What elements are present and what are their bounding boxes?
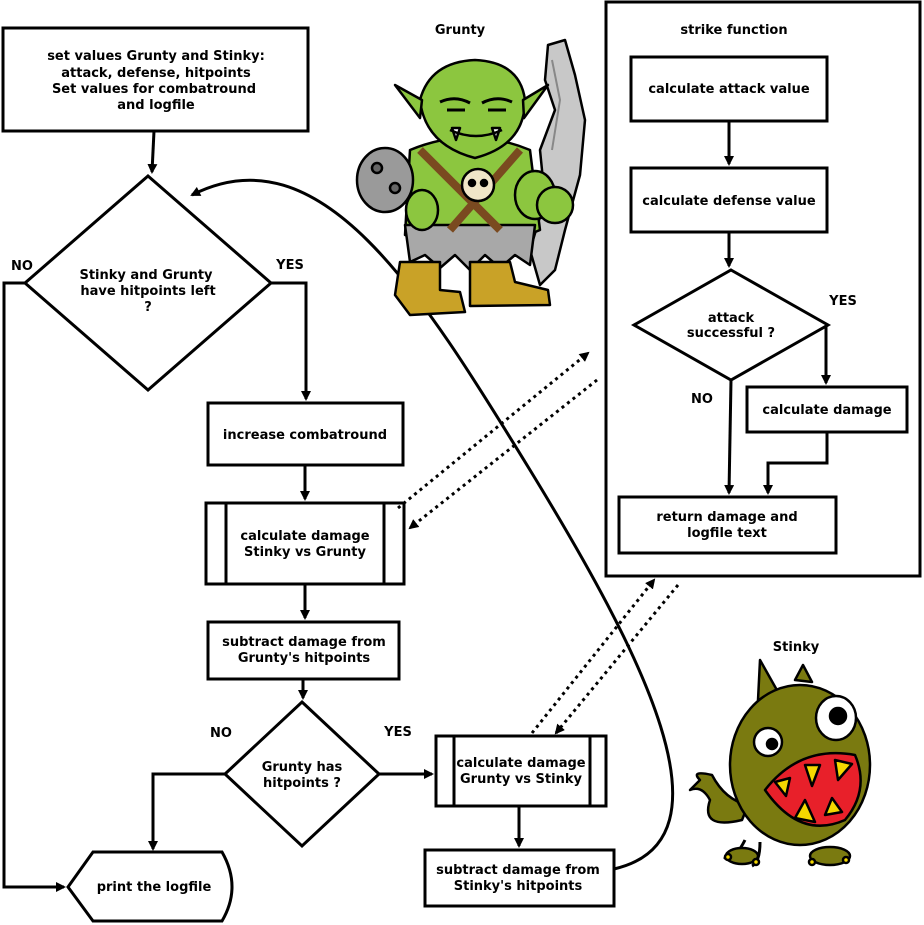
strike-function-panel: strike function calculate attack value c… [604, 0, 922, 578]
calc-grunty-line-2: Grunty vs Stinky [460, 772, 582, 787]
calc-grunty-line-1: calculate damage [456, 756, 585, 771]
loop-check-decision: Stinky and Grunty have hitpoints left ? [22, 174, 274, 392]
calc-defense-node: calculate defense value [629, 166, 829, 234]
increase-round-label: increase combatround [223, 428, 387, 443]
calc-attack-node: calculate attack value [629, 55, 829, 123]
calc-grunty-vs-stinky-node: calculate damage Grunty vs Stinky [434, 734, 608, 808]
strike-no-label: NO [691, 392, 713, 407]
print-logfile-label: print the logfile [97, 880, 212, 895]
subtract-stinky-line-1: subtract damage from [436, 863, 600, 878]
grunty-orc-illustration [355, 38, 587, 317]
init-node: set values Grunty and Stinky: attack, de… [1, 26, 310, 133]
arrow-loop-no [2, 281, 66, 892]
return-damage-line-1: return damage and [656, 510, 797, 525]
calc-stinky-vs-grunty-node: calculate damage Stinky vs Grunty [204, 501, 406, 586]
subtract-stinky-node: subtract damage from Stinky's hitpoints [423, 848, 616, 908]
stinky-monster-illustration [688, 658, 872, 868]
init-line-4: and logfile [117, 98, 195, 113]
strike-calc-damage-node: calculate damage [745, 385, 909, 434]
call-arrow-2 [530, 578, 656, 734]
init-line-1: set values Grunty and Stinky: [47, 49, 265, 64]
arrow-check-no [724, 379, 735, 495]
strike-function-title: strike function [680, 23, 787, 38]
arrow-grunty-no [148, 772, 225, 851]
grunty-yes-label: YES [383, 725, 412, 740]
strike-yes-label: YES [828, 294, 857, 309]
loop-check-line-3: ? [144, 300, 152, 315]
grunty-check-line-2: hitpoints ? [263, 776, 341, 791]
subtract-stinky-line-2: Stinky's hitpoints [454, 879, 583, 894]
subtract-grunty-node: subtract damage from Grunty's hitpoints [206, 620, 401, 681]
return-arrow-2 [554, 584, 680, 735]
return-damage-node: return damage and logfile text [617, 495, 838, 555]
init-line-3: Set values for combatround [52, 82, 256, 97]
loop-check-line-2: have hitpoints left [80, 284, 215, 299]
arrow-init-to-loop [147, 130, 158, 174]
arrow-damage-to-return [763, 432, 829, 495]
calc-attack-label: calculate attack value [648, 82, 809, 97]
loop-yes-label: YES [275, 258, 304, 273]
subtract-grunty-line-1: subtract damage from [222, 635, 386, 650]
stinky-name-label: Stinky [773, 640, 820, 655]
call-arrow-1 [397, 351, 590, 510]
arrow-loop-yes [271, 281, 311, 401]
print-logfile-node: print the logfile [66, 850, 234, 923]
return-arrow-1 [408, 378, 598, 530]
attack-successful-decision: attack successful ? [630, 268, 832, 382]
loop-no-label: NO [11, 259, 33, 274]
increase-round-node: increase combatround [206, 401, 405, 467]
calc-defense-label: calculate defense value [642, 194, 816, 209]
loop-check-line-1: Stinky and Grunty [79, 268, 213, 283]
grunty-name-label: Grunty [435, 23, 486, 38]
attack-check-line-1: attack [708, 311, 755, 326]
grunty-no-label: NO [210, 726, 232, 741]
return-damage-line-2: logfile text [687, 526, 767, 541]
calc-stinky-line-2: Stinky vs Grunty [244, 545, 366, 560]
arrow-loop-back [190, 178, 675, 871]
grunty-check-line-1: Grunty has [262, 760, 343, 775]
attack-check-line-2: successful ? [687, 326, 775, 341]
strike-calc-damage-label: calculate damage [762, 403, 891, 418]
init-line-2: attack, defense, hitpoints [61, 66, 251, 81]
grunty-check-decision: Grunty has hitpoints ? [222, 699, 382, 849]
calc-stinky-line-1: calculate damage [240, 529, 369, 544]
subtract-grunty-line-2: Grunty's hitpoints [238, 651, 371, 666]
